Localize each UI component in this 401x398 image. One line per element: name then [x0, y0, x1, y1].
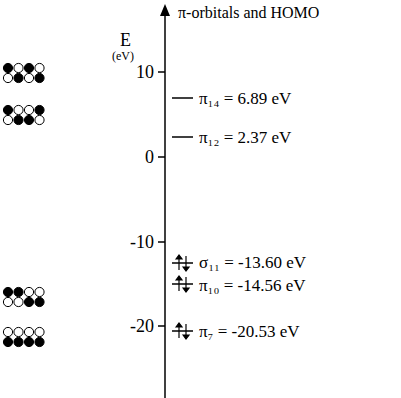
axis-arrowhead	[160, 4, 170, 16]
tick-label: -10	[130, 233, 154, 251]
energy-levels	[172, 98, 193, 331]
electron-pairs	[176, 255, 189, 339]
energy-axis	[164, 8, 166, 398]
tick-label: 10	[136, 63, 154, 81]
axis-label: E	[120, 31, 131, 49]
level-label: π₁₄ = 6.89 eV	[199, 90, 291, 107]
level-label: σ₁₁ = -13.60 eV	[199, 254, 306, 271]
tick-label: 0	[145, 148, 154, 166]
level-label: π₁₀ = -14.56 eV	[199, 277, 306, 294]
axis-ticks	[158, 72, 165, 326]
axis-label: (eV)	[112, 50, 134, 62]
level-label: π₁₂ = 2.37 eV	[199, 129, 291, 146]
level-label: π₇ = -20.53 eV	[199, 323, 300, 340]
orbital-sketches	[3, 63, 44, 346]
diagram-title: π-orbitals and HOMO	[178, 5, 319, 21]
tick-label: -20	[130, 317, 154, 335]
